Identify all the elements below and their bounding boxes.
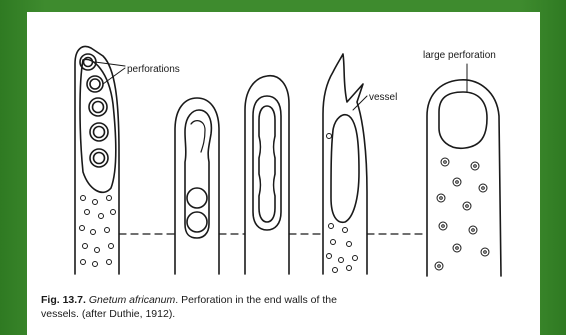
perforation-3 — [89, 98, 107, 116]
vessel-5-large-perforation — [439, 92, 487, 148]
perforation-5 — [90, 149, 108, 167]
vessel-2 — [175, 98, 219, 274]
vessel-3-end-wall-inner — [259, 106, 275, 222]
vessel-5-outline — [427, 80, 501, 276]
perforation-4-inner — [94, 127, 105, 138]
label-large-perforation: large perforation — [423, 50, 496, 61]
caption-text-line2: vessels. (after Duthie, 1912). — [41, 308, 175, 320]
perforation-2-inner — [90, 79, 100, 89]
vessel-leader-line — [353, 96, 367, 110]
caption-figure-number: Fig. 13.7. — [41, 294, 86, 306]
vessel-diagram: perforations vessel large perforation — [27, 12, 540, 335]
vessel-2-perforation-2 — [187, 212, 207, 232]
vessel-3 — [245, 76, 289, 274]
vessel-2-perforation-1 — [187, 188, 207, 208]
label-vessel: vessel — [369, 92, 397, 103]
perforation-5-inner — [94, 153, 105, 164]
vessel-5 — [427, 80, 501, 276]
vessel-2-inner-curve — [191, 121, 205, 152]
vessel-1 — [75, 47, 119, 274]
vessel-4 — [323, 54, 367, 274]
vessel-4-end-wall — [331, 115, 359, 223]
caption-text-line1: . Perforation in the end walls of the — [175, 294, 337, 306]
vessel-3-end-wall-outer — [253, 96, 281, 230]
figure-card: perforations vessel large perforation Fi… — [27, 12, 540, 335]
vessel-2-outline — [175, 98, 219, 274]
label-perforations: perforations — [127, 64, 180, 75]
vessel-2-end-wall — [185, 110, 211, 238]
vessel-5-bordered-pits — [435, 158, 489, 270]
caption-species: Gnetum africanum — [89, 294, 175, 306]
figure-caption: Fig. 13.7. Gnetum africanum. Perforation… — [41, 293, 521, 321]
perforation-3-inner — [93, 102, 104, 113]
perforation-4 — [90, 123, 108, 141]
vessel-4-outline — [323, 54, 367, 274]
vessel-1-pits — [80, 196, 116, 267]
